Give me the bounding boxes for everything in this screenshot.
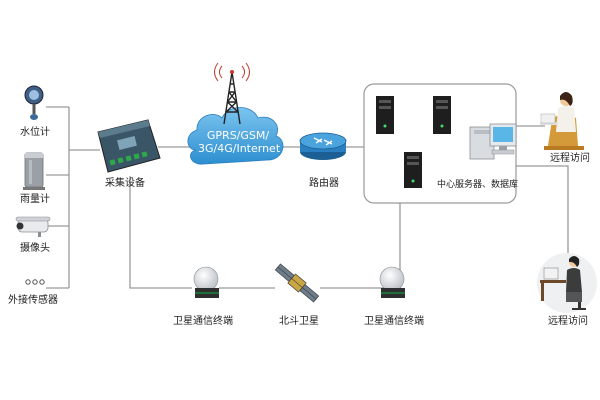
label-remote-access-top: 远程访问	[550, 153, 590, 164]
router-icon	[299, 132, 347, 160]
label-satellite-terminal-left: 卫星通信终端	[173, 316, 233, 327]
server-tower-icon	[404, 152, 422, 188]
remote-user-top-icon	[540, 92, 584, 150]
remote-user-bottom-icon	[537, 253, 597, 313]
satellite-terminal-left-icon	[193, 266, 219, 298]
label-water-level: 水位计	[20, 127, 50, 138]
camera-icon	[15, 216, 51, 237]
label-router: 路由器	[309, 178, 339, 189]
water-level-icon	[24, 85, 44, 120]
server-tower-icon	[376, 96, 394, 134]
network-label-line2: 3G/4G/Internet	[198, 142, 281, 155]
network-label-line1: GPRS/GSM/	[206, 129, 270, 142]
label-remote-access-bottom: 远程访问	[548, 316, 588, 327]
label-acquisition-device: 采集设备	[105, 178, 145, 189]
server-tower-icon	[433, 96, 451, 134]
dots-icon	[25, 279, 45, 285]
satellite-terminal-right-icon	[379, 266, 405, 298]
pc-workstation-icon	[469, 123, 517, 160]
label-external-sensor: 外接传感器	[8, 295, 58, 306]
beidou-satellite-icon	[274, 263, 320, 303]
acquisition-device-icon	[97, 119, 161, 173]
network-cloud	[187, 107, 284, 165]
antenna-tower-icon	[214, 62, 250, 125]
label-satellite-terminal-right: 卫星通信终端	[364, 316, 424, 327]
label-rain-gauge: 雨量计	[20, 194, 50, 205]
device-to-satellite-line	[129, 176, 192, 289]
server-to-remote-bottom-line	[512, 165, 569, 262]
connection-lines	[46, 106, 569, 289]
label-server-center: 中心服务器、数据库	[437, 180, 519, 190]
label-camera: 摄像头	[20, 243, 50, 254]
rain-gauge-icon	[23, 152, 45, 190]
label-beidou-satellite: 北斗卫星	[279, 316, 319, 327]
